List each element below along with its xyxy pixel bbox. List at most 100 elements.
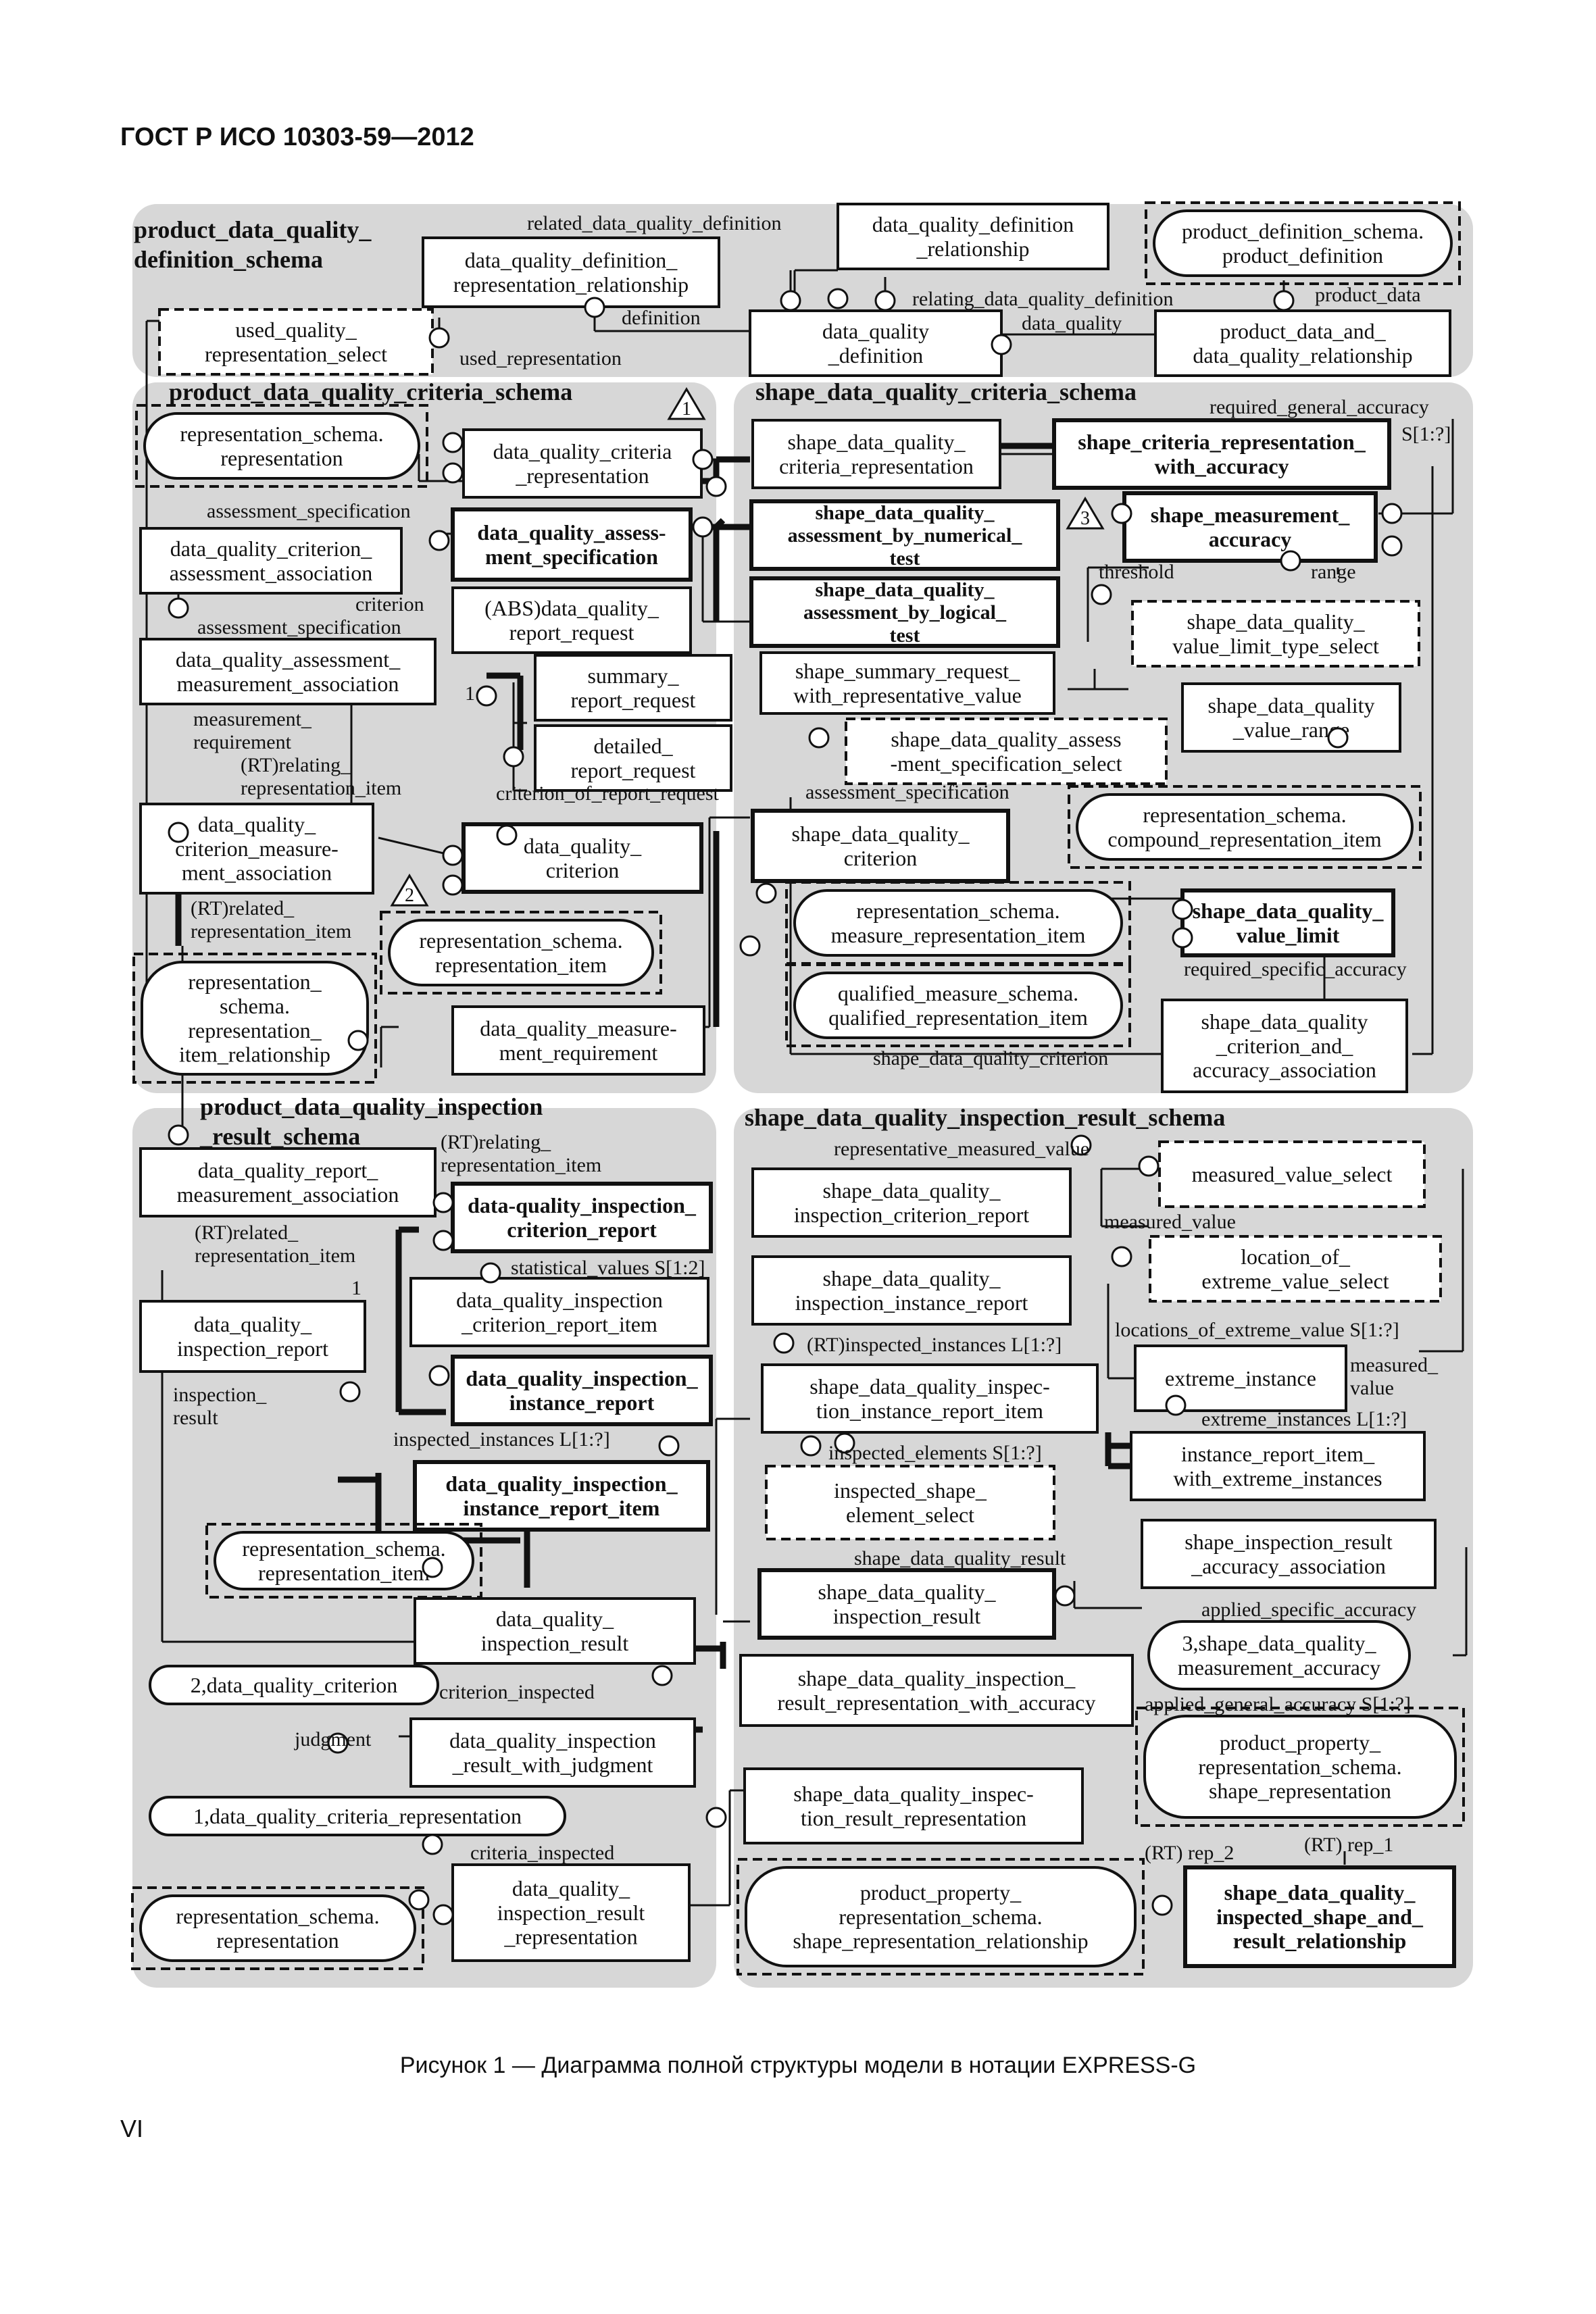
select-location-of-extreme-value: location_of_extreme_value_select <box>1149 1235 1442 1303</box>
entity-data-quality-inspection-result-with-judgment: data_quality_inspection_result_with_judg… <box>409 1717 696 1788</box>
entity-shape-data-quality-inspected-shape-and-result-relationship-label: shape_data_quality_inspected_shape_and_r… <box>1216 1880 1424 1953</box>
select-shape-data-quality-value-limit-type: shape_data_quality_value_limit_type_sele… <box>1131 600 1420 668</box>
ref-representation-schema-compound-representation-item: representation_schema.compound_represent… <box>1068 785 1422 869</box>
relationship-end-circle <box>422 1834 443 1855</box>
entity-shape-data-quality-assessment-by-logical-test: shape_data_quality_assessment_by_logical… <box>749 576 1060 648</box>
label-rt-related-representation-item-2: (RT)related_representation_item <box>195 1222 355 1267</box>
label-data-quality: data_quality <box>1022 312 1122 334</box>
entity-summary-report-request: summary_report_request <box>534 654 732 722</box>
label-criterion-inspected: criterion_inspected <box>439 1681 595 1703</box>
label-criteria-inspected: criteria_inspected <box>470 1842 614 1864</box>
relationship-end-circle <box>658 1435 680 1457</box>
label-inspected-elements: inspected_elements S[1:?] <box>828 1442 1042 1464</box>
entity-data-quality-inspection-criterion-report-item-label: data_quality_inspection_criterion_report… <box>456 1288 663 1336</box>
label-product-data: product_data <box>1315 284 1421 306</box>
entity-data-quality-criterion-measurement-association: data_quality_criterion_measure-ment_asso… <box>139 803 374 895</box>
ref-product-property-representation-schema-shape-representation-relationship-label: product_property_representation_schema.s… <box>793 1880 1088 1953</box>
entity-shape-criteria-representation-with-accuracy-label: shape_criteria_representation_with_accur… <box>1078 430 1366 478</box>
entity-data-quality-definition-relationship: data_quality_definition_relationship <box>837 203 1109 270</box>
select-measured-value-label: measured_value_select <box>1192 1162 1393 1186</box>
relationship-end-circle <box>1138 1155 1159 1177</box>
entity-summary-report-request-label: summary_report_request <box>571 663 696 712</box>
relationship-end-circle <box>739 935 761 957</box>
relationship-end-circle <box>1280 550 1301 572</box>
entity-data-quality-criterion: data_quality_criterion <box>462 822 703 894</box>
label-applied-general-accuracy: applied_general_accuracy S[1:?] <box>1145 1693 1411 1715</box>
relationship-end-circle <box>1172 899 1193 920</box>
relationship-end-circle <box>432 1904 454 1926</box>
select-location-of-extreme-value-label: location_of_extreme_value_select <box>1201 1244 1389 1293</box>
ref-representation-schema-representation-1: representation_schema.representation <box>135 404 428 488</box>
relationship-end-circle <box>422 1557 443 1578</box>
ref-representation-schema-representation-2: representation_schema.representation <box>131 1886 424 1970</box>
relationship-end-circle <box>834 1432 855 1454</box>
label-relating-data-quality-definition: relating_data_quality_definition <box>912 288 1174 310</box>
entity-shape-inspection-result-accuracy-association: shape_inspection_result_accuracy_associa… <box>1141 1519 1437 1589</box>
label-rt-related-representation-item-1: (RT)related_representation_item <box>191 897 351 942</box>
label-required-specific-accuracy: required_specific_accuracy <box>1184 958 1407 980</box>
page-header: ГОСТ Р ИСО 10303-59—2012 <box>120 123 474 151</box>
select-shape-data-quality-assessment-specification: shape_data_quality_assess-ment_specifica… <box>845 718 1168 785</box>
relationship-end-circle <box>808 727 830 749</box>
relationship-end-circle <box>800 1435 822 1457</box>
entity-data-quality-criterion-label: data_quality_criterion <box>524 834 642 882</box>
label-measured-value-2: measured_value <box>1350 1354 1439 1399</box>
label-statistical-values: statistical_values S[1:2] <box>511 1257 705 1279</box>
label-criterion: criterion <box>355 593 424 615</box>
relationship-end-circle <box>1091 584 1112 605</box>
entity-data-quality-assessment-measurement-association-label: data_quality_assessment_measurement_asso… <box>176 647 401 696</box>
ref-1-data-quality-criteria-representation-label: 1,data_quality_criteria_representation <box>193 1804 522 1828</box>
entity-extreme-instance-label: extreme_instance <box>1165 1366 1316 1390</box>
entity-data-quality-inspection-instance-report-label: data_quality_inspection_instance_report <box>466 1366 698 1415</box>
entity-shape-data-quality-inspection-result-representation-label: shape_data_quality_inspec-tion_result_re… <box>793 1782 1033 1830</box>
ref-representation-schema-representation-2-label: representation_schema.representation <box>176 1904 379 1953</box>
entity-product-data-and-data-quality-relationship-label: product_data_and_data_quality_relationsh… <box>1193 319 1412 368</box>
relationship-end-circle <box>705 476 727 497</box>
relationship-end-circle <box>651 1665 673 1686</box>
label-locations-of-extreme-value: locations_of_extreme_value S[1:?] <box>1115 1319 1399 1341</box>
label-measured-value-1: measured_value <box>1104 1211 1236 1233</box>
label-related-data-quality-definition: related_data_quality_definition <box>527 212 782 234</box>
ref-qualified-measure-schema-qualified-representation-item: qualified_measure_schema.qualified_repre… <box>785 963 1131 1047</box>
entity-data-quality-criterion-assessment-association: data_quality_criterion_assessment_associ… <box>139 527 403 595</box>
entity-shape-data-quality-criterion-and-accuracy-association: shape_data_quality_criterion_and_accurac… <box>1161 999 1408 1093</box>
entity-shape-data-quality-criterion-and-accuracy-association-label: shape_data_quality_criterion_and_accurac… <box>1193 1009 1376 1082</box>
entity-product-data-and-data-quality-relationship: product_data_and_data_quality_relationsh… <box>1154 309 1451 377</box>
schema-title-definition: product_data_quality_definition_schema <box>134 216 372 273</box>
relationship-end-circle <box>1327 727 1349 749</box>
entity-data-quality-criteria-representation: data_quality_criteria_representation <box>462 428 703 499</box>
entity-data-quality-inspection-criterion-report-label: data-quality_inspection_criterion_report <box>468 1193 697 1242</box>
select-shape-data-quality-value-limit-type-label: shape_data_quality_value_limit_type_sele… <box>1172 609 1379 658</box>
entity-shape-criteria-representation-with-accuracy: shape_criteria_representation_with_accur… <box>1052 418 1391 490</box>
entity-shape-data-quality-inspection-instance-report-item-label: shape_data_quality_inspec-tion_instance_… <box>809 1374 1049 1423</box>
label-inspected-instances: inspected_instances L[1:?] <box>393 1428 610 1451</box>
entity-data-quality-measurement-requirement: data_quality_measure-ment_requirement <box>451 1005 705 1076</box>
ref-representation-schema-representation-item-relationship: representation_schema.representation_ite… <box>132 953 377 1084</box>
entity-shape-data-quality-inspection-result-representation-with-accuracy: shape_data_quality_inspection_result_rep… <box>739 1654 1134 1727</box>
select-used-quality-representation-label: used_quality_representation_select <box>205 318 387 366</box>
relationship-end-circle <box>773 1332 795 1354</box>
entity-shape-data-quality-inspection-instance-report-item: shape_data_quality_inspec-tion_instance_… <box>761 1363 1099 1434</box>
label-required-general-accuracy: required_general_accuracy <box>1210 396 1429 418</box>
relationship-end-circle <box>432 1192 454 1213</box>
relationship-end-circle <box>780 290 801 311</box>
entity-shape-data-quality-inspection-result-representation-with-accuracy-label: shape_data_quality_inspection_result_rep… <box>778 1666 1096 1715</box>
relationship-end-circle <box>442 845 464 866</box>
relationship-end-circle <box>432 1230 454 1251</box>
label-shape-data-quality-result: shape_data_quality_result <box>854 1547 1066 1569</box>
schema-title-inspection: product_data_quality_inspection_result_s… <box>199 1093 543 1150</box>
ref-representation-schema-compound-representation-item-label: representation_schema.compound_represent… <box>1107 803 1381 851</box>
label-rt-relating-representation-item-1: (RT)relating_representation_item <box>241 754 401 799</box>
entity-data-quality-inspection-result-representation-label: data_quality_inspection_result_represent… <box>497 1876 645 1949</box>
label-rt-rep-1: (RT) rep_1 <box>1304 1834 1393 1856</box>
entity-data-quality-definition-representation-relationship: data_quality_definition_representation_r… <box>422 236 720 308</box>
schema-title-shape-inspection: shape_data_quality_inspection_result_sch… <box>745 1104 1225 1131</box>
label-measurement-requirement: measurement_requirement <box>193 708 312 753</box>
select-measured-value: measured_value_select <box>1158 1140 1426 1208</box>
entity-instance-report-item-with-extreme-instances: instance_report_item_with_extreme_instan… <box>1130 1431 1426 1501</box>
relationship-end-circle <box>584 297 605 318</box>
ref-product-definition: product_definition_schema.product_defini… <box>1145 201 1461 285</box>
entity-abs-data-quality-report-request-label: (ABS)data_quality_report_request <box>484 596 659 645</box>
select-inspected-shape-element: inspected_shape_element_select <box>765 1465 1055 1540</box>
